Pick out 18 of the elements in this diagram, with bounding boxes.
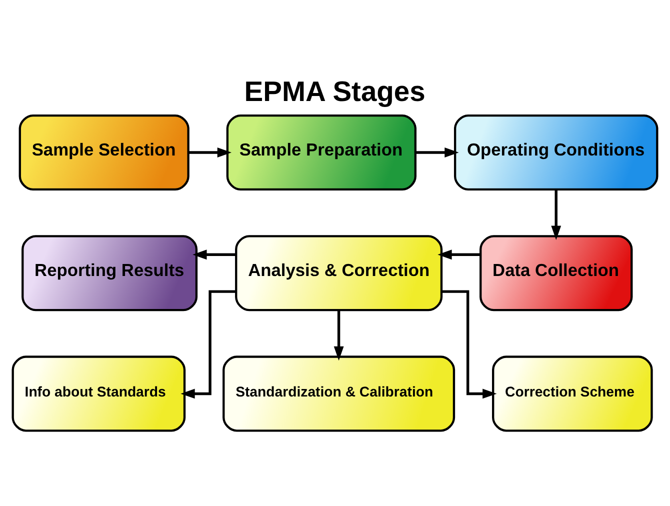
arrow [334, 310, 344, 361]
arrow [416, 148, 459, 158]
arrow [438, 250, 480, 260]
node-box: Standardization & Calibration [222, 356, 456, 432]
node-box: Analysis & Correction [235, 235, 443, 312]
arrow [192, 250, 236, 260]
node-box: Sample Preparation [226, 114, 416, 191]
node-box: Sample Selection [18, 114, 190, 191]
arrow [188, 148, 232, 158]
node-box: Reporting Results [22, 235, 198, 312]
node-box: Correction Scheme [492, 356, 653, 432]
node-box: Data Collection [480, 235, 633, 312]
arrow [180, 290, 236, 399]
node-box: Operating Conditions [454, 114, 658, 191]
node-box: Info about Standards [12, 356, 186, 432]
diagram-title: EPMA Stages [244, 75, 426, 108]
arrow [442, 290, 497, 399]
arrow [551, 190, 562, 240]
